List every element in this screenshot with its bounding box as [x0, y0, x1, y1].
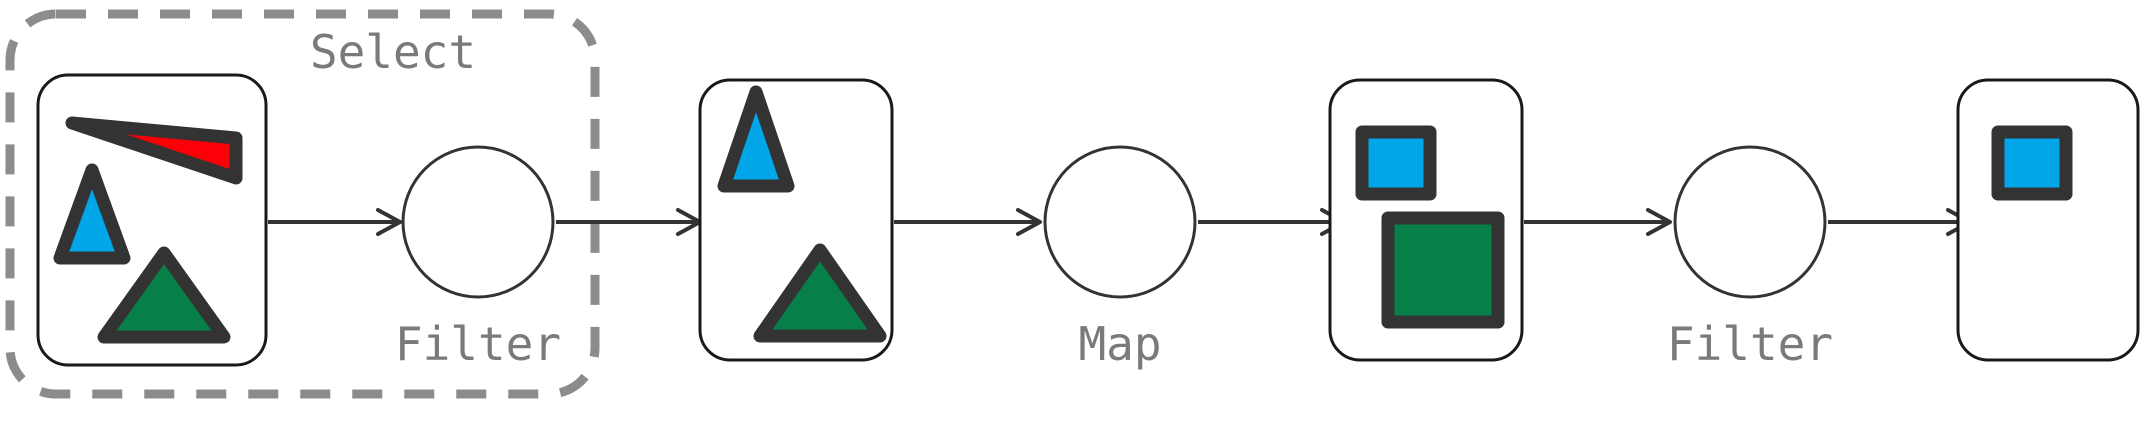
- op-filter-1[interactable]: Filter: [395, 145, 561, 371]
- blue-square: [1355, 125, 1437, 201]
- op-map[interactable]: Map: [1043, 145, 1197, 371]
- op-filter-2[interactable]: Filter: [1667, 145, 1833, 371]
- select-group: Select: [5, 9, 600, 399]
- op-filter-1-circle: [401, 145, 555, 299]
- collection-1[interactable]: [36, 73, 268, 367]
- arrow-3: [894, 208, 1042, 236]
- op-filter-2-circle: [1673, 145, 1827, 299]
- green-square: [1381, 211, 1505, 329]
- arrow-4: [1198, 208, 1346, 236]
- arrow-6: [1828, 208, 1972, 236]
- arrow-5: [1524, 208, 1672, 236]
- select-group-label: Select: [310, 25, 476, 79]
- collection-4[interactable]: [1956, 78, 2140, 362]
- red-triangle: [65, 116, 243, 185]
- collection-4-box: [1956, 78, 2140, 362]
- green-triangle: [753, 243, 887, 343]
- collection-2[interactable]: [698, 78, 894, 362]
- blue-square: [1991, 125, 2073, 201]
- op-map-label: Map: [1078, 317, 1161, 371]
- blue-triangle: [717, 85, 795, 193]
- op-map-circle: [1043, 145, 1197, 299]
- green-triangle: [97, 246, 231, 344]
- collection-3[interactable]: [1328, 78, 1524, 362]
- blue-triangle: [53, 163, 131, 265]
- arrow-2: [556, 208, 702, 236]
- arrow-1: [268, 208, 402, 236]
- op-filter-1-label: Filter: [395, 317, 561, 371]
- op-filter-2-label: Filter: [1667, 317, 1833, 371]
- select-group-outline: [5, 9, 600, 399]
